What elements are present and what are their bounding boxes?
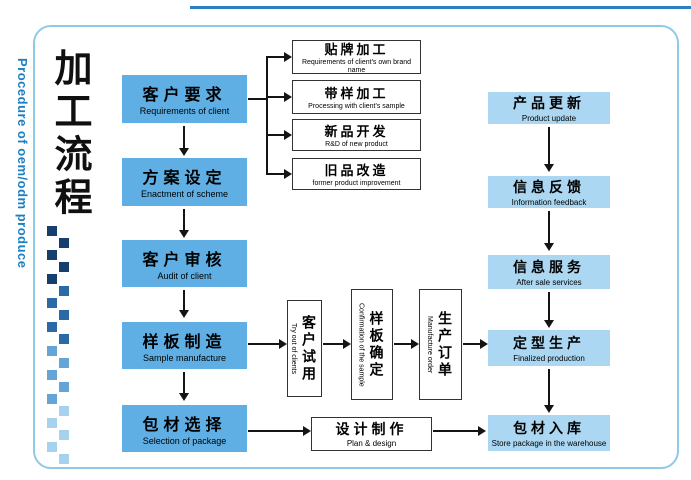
arrow-right-line bbox=[248, 430, 303, 432]
box-label-en: Try out of clients bbox=[290, 322, 297, 375]
arrow-down-head bbox=[179, 310, 189, 318]
arrow-right-head bbox=[411, 339, 419, 349]
box-label-en: Plan & design bbox=[346, 439, 397, 449]
box-label-en: Selection of package bbox=[142, 435, 227, 446]
flow-box-manufacture-order: Manufacture order 生产订单 bbox=[419, 289, 462, 400]
arrow-right-line bbox=[433, 430, 478, 432]
box-label-en: Requirements of client bbox=[139, 106, 230, 117]
flow-box-processing-with-sample: 带样加工 Processing with client's sample bbox=[292, 80, 421, 114]
box-label-en: Sample manufacture bbox=[142, 352, 227, 363]
flow-box-enactment-of-scheme: 方案设定 Enactment of scheme bbox=[122, 158, 247, 206]
arrow-down-line bbox=[183, 290, 185, 310]
box-label-en: Manufacture order bbox=[426, 315, 433, 374]
box-label-zh: 客户审核 bbox=[142, 251, 227, 269]
flow-box-plan-and-design: 设计制作 Plan & design bbox=[311, 417, 432, 451]
box-label-zh: 方案设定 bbox=[142, 170, 227, 188]
page-subtitle: Procedure of oem/odm produce bbox=[15, 58, 30, 269]
box-label-en: Product update bbox=[521, 113, 577, 123]
flow-box-former-product-improvement: 旧品改造 former product improvement bbox=[292, 158, 421, 190]
box-label-zh: 旧品改造 bbox=[324, 163, 389, 179]
flow-box-information-feedback: 信息反馈 Information feedback bbox=[488, 176, 610, 208]
box-label-zh: 设计制作 bbox=[335, 421, 408, 438]
flow-box-product-update: 产品更新 Product update bbox=[488, 92, 610, 124]
box-label-zh: 包材入库 bbox=[513, 419, 585, 436]
box-label-en: former product improvement bbox=[312, 180, 401, 188]
flow-box-store-package-warehouse: 包材入库 Store package in the warehouse bbox=[488, 415, 610, 451]
page-border bbox=[33, 25, 679, 469]
arrow-right-head bbox=[279, 339, 287, 349]
arrow-right-head bbox=[284, 52, 292, 62]
arrow-down-head bbox=[544, 243, 554, 251]
arrow-down-head bbox=[179, 393, 189, 401]
box-label-zh: 包材选择 bbox=[142, 416, 227, 434]
box-label-zh: 客户要求 bbox=[142, 87, 227, 105]
arrow-right-head bbox=[303, 426, 311, 436]
arrow-right-head bbox=[478, 426, 486, 436]
arrow-right-head bbox=[343, 339, 351, 349]
branch-connector-line bbox=[266, 56, 268, 175]
box-label-en: After sale services bbox=[516, 277, 582, 287]
arrow-right-head bbox=[284, 130, 292, 140]
arrow-down-head bbox=[179, 148, 189, 156]
box-label-zh: 产品更新 bbox=[513, 94, 585, 111]
flow-box-own-brand-processing: 贴牌加工 Requirements of client's own brand … bbox=[292, 40, 421, 74]
flow-box-selection-of-package: 包材选择 Selection of package bbox=[122, 405, 247, 452]
arrow-down-head bbox=[544, 320, 554, 328]
flow-box-finalized-production: 定型生产 Finalized production bbox=[488, 330, 610, 366]
box-label-en: Information feedback bbox=[511, 197, 587, 207]
box-label-en: Enactment of scheme bbox=[140, 189, 229, 200]
arrow-right-line bbox=[323, 343, 343, 345]
flow-box-sample-manufacture: 样板制造 Sample manufacture bbox=[122, 322, 247, 369]
arrow-right-line bbox=[266, 173, 284, 175]
box-label-zh: 新品开发 bbox=[324, 124, 389, 140]
arrow-right-line bbox=[248, 343, 279, 345]
arrow-right-head bbox=[480, 339, 488, 349]
arrow-right-head bbox=[284, 92, 292, 102]
arrow-down-line bbox=[548, 211, 550, 243]
arrow-right-line bbox=[463, 343, 480, 345]
top-accent-line bbox=[190, 6, 691, 9]
arrow-down-head bbox=[179, 230, 189, 238]
box-label-zh: 样板确定 bbox=[368, 310, 385, 379]
box-label-en: Finalized production bbox=[513, 353, 585, 363]
box-label-en: Processing with client's sample bbox=[308, 103, 405, 111]
box-label-zh: 样板制造 bbox=[142, 333, 227, 351]
arrow-down-line bbox=[548, 127, 550, 164]
box-label-en: Requirements of client's own brand name bbox=[301, 59, 412, 74]
flow-box-new-product-development: 新品开发 R&D of new product bbox=[292, 119, 421, 151]
arrow-down-line bbox=[183, 372, 185, 393]
box-label-en: R&D of new product bbox=[325, 141, 388, 149]
arrow-right-head bbox=[284, 169, 292, 179]
flow-box-requirements-of-client: 客户要求 Requirements of client bbox=[122, 75, 247, 123]
box-label-en: Audit of client bbox=[157, 270, 212, 281]
arrow-down-line bbox=[548, 369, 550, 405]
box-label-zh: 信息反馈 bbox=[513, 178, 585, 195]
arrow-right-line bbox=[266, 56, 284, 58]
page-title: 加工流程 bbox=[48, 48, 90, 220]
box-label-zh: 贴牌加工 bbox=[324, 42, 389, 58]
flow-box-audit-of-client: 客户审核 Audit of client bbox=[122, 240, 247, 287]
flow-box-sample-confirmation: Confirmation of the sample 样板确定 bbox=[351, 289, 393, 400]
box-label-en: Confirmation of the sample bbox=[357, 302, 365, 387]
box-label-zh: 客户试用 bbox=[301, 314, 317, 383]
box-label-zh: 带样加工 bbox=[324, 86, 389, 102]
arrow-down-line bbox=[183, 209, 185, 230]
arrow-down-line bbox=[548, 292, 550, 320]
branch-connector-line bbox=[248, 98, 267, 100]
arrow-down-line bbox=[183, 126, 185, 148]
box-label-zh: 定型生产 bbox=[513, 334, 585, 351]
box-label-en: Store package in the warehouse bbox=[491, 438, 607, 448]
arrow-down-head bbox=[544, 405, 554, 413]
flow-box-after-sale-services: 信息服务 After sale services bbox=[488, 255, 610, 289]
arrow-right-line bbox=[266, 134, 284, 136]
arrow-right-line bbox=[394, 343, 411, 345]
arrow-right-line bbox=[266, 96, 284, 98]
box-label-zh: 信息服务 bbox=[513, 258, 585, 275]
box-label-zh: 生产订单 bbox=[437, 310, 453, 379]
flow-box-client-tryout: Try out of clients 客户试用 bbox=[287, 300, 322, 397]
arrow-down-head bbox=[544, 164, 554, 172]
